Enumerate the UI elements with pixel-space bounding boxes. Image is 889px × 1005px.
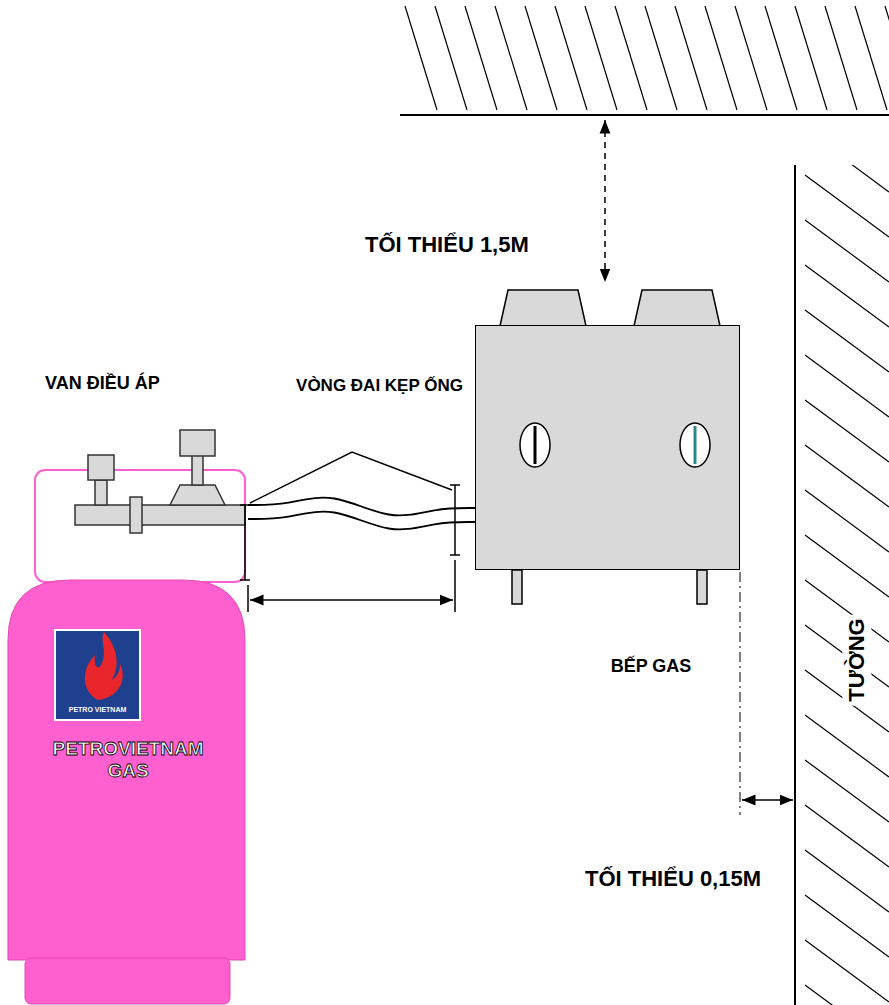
wall-line bbox=[794, 165, 796, 1005]
hatch-stroke bbox=[675, 6, 707, 110]
dimension-arrow bbox=[250, 599, 453, 601]
hose-line bbox=[248, 512, 475, 530]
valve-pipe bbox=[75, 505, 245, 525]
hatch-stroke bbox=[795, 6, 827, 110]
regulator-cap bbox=[180, 430, 215, 456]
gas-stove: BẾP GAS bbox=[475, 325, 740, 570]
hose-clamps bbox=[240, 452, 460, 612]
burner bbox=[634, 290, 720, 326]
hatch-stroke bbox=[885, 6, 889, 110]
hatch-stroke bbox=[495, 6, 527, 110]
valve-cap bbox=[88, 455, 114, 480]
node-label: TƯỜNG bbox=[842, 614, 871, 705]
hatch-stroke bbox=[805, 850, 889, 912]
hatch-stroke bbox=[645, 6, 677, 110]
ceiling-line bbox=[400, 114, 889, 116]
hatch-stroke bbox=[805, 220, 889, 282]
hatch-stroke bbox=[805, 940, 889, 1002]
hatch-stroke bbox=[465, 6, 497, 110]
hatch-stroke bbox=[705, 6, 737, 110]
node-label: PETRO VIETNAM bbox=[55, 630, 140, 714]
cylinder-base bbox=[25, 958, 230, 1004]
clamp-tick bbox=[450, 484, 460, 486]
hatch-stroke bbox=[805, 175, 889, 237]
wall-hatch bbox=[805, 165, 889, 1005]
logo-badge: PETRO VIETNAM bbox=[55, 630, 140, 720]
hatch-stroke bbox=[805, 895, 889, 957]
hatch-stroke bbox=[805, 445, 889, 507]
hatch-stroke bbox=[405, 6, 437, 110]
hatch-stroke bbox=[805, 165, 889, 192]
hatch-stroke bbox=[805, 490, 889, 552]
part-label: VAN ĐIỀU ÁP bbox=[45, 373, 160, 395]
valve-stem bbox=[95, 480, 107, 505]
clamp bbox=[244, 505, 246, 580]
knob-mark bbox=[534, 426, 537, 464]
knob-mark bbox=[694, 426, 697, 464]
hatch-stroke bbox=[585, 6, 617, 110]
ceiling-hatch bbox=[405, 6, 889, 110]
regulator-stem bbox=[192, 455, 203, 485]
hatch-stroke bbox=[825, 6, 857, 110]
extension-line bbox=[247, 585, 249, 612]
clearance-label: TỐI THIỂU 0,15M bbox=[585, 866, 761, 892]
hose-line bbox=[248, 498, 475, 516]
hatch-stroke bbox=[615, 6, 647, 110]
clamp-tick bbox=[240, 579, 250, 581]
stove-fill bbox=[475, 325, 740, 570]
clearance-label: TỐI THIỂU 1,5M bbox=[365, 232, 529, 258]
gas-cylinder: PETROVIETNAM GASPETRO VIETNAM bbox=[8, 470, 248, 1005]
burner bbox=[500, 290, 586, 326]
stove-foot bbox=[512, 570, 522, 604]
logo-flame bbox=[85, 632, 123, 700]
hatch-stroke bbox=[805, 985, 889, 1005]
knob bbox=[680, 423, 710, 467]
hatch-stroke bbox=[735, 6, 767, 110]
valve-nut bbox=[130, 497, 142, 533]
hatch-stroke bbox=[855, 6, 887, 110]
hatch-stroke bbox=[805, 760, 889, 822]
dimension-arrow bbox=[604, 120, 606, 282]
regulator-body bbox=[170, 485, 225, 505]
gas-hose bbox=[248, 498, 475, 530]
part-label: VÒNG ĐAI KẸP ỐNG bbox=[292, 376, 467, 396]
node-label: BẾP GAS bbox=[611, 656, 692, 677]
hatch-stroke bbox=[805, 805, 889, 867]
hatch-stroke bbox=[525, 6, 557, 110]
hatch-stroke bbox=[765, 6, 797, 110]
dimension-arrow bbox=[742, 799, 793, 801]
stove-foot bbox=[697, 570, 707, 604]
clamp-tick bbox=[450, 554, 460, 556]
logo-square bbox=[55, 630, 140, 720]
knob bbox=[520, 423, 550, 467]
leader-line bbox=[250, 452, 452, 503]
hatch-stroke bbox=[805, 265, 889, 327]
cylinder-collar bbox=[35, 470, 245, 582]
centre-line bbox=[740, 572, 741, 815]
node-label: PETROVIETNAM GAS bbox=[43, 470, 213, 782]
clamp bbox=[454, 485, 456, 555]
extension-line bbox=[454, 560, 456, 612]
hatch-stroke bbox=[805, 310, 889, 372]
hatch-stroke bbox=[805, 715, 889, 777]
wall: TƯỜNG bbox=[795, 165, 889, 1005]
hatch-stroke bbox=[805, 535, 889, 597]
hatch-stroke bbox=[555, 6, 587, 110]
hatch-stroke bbox=[805, 400, 889, 462]
hatch-stroke bbox=[435, 6, 467, 110]
hatch-stroke bbox=[805, 355, 889, 417]
